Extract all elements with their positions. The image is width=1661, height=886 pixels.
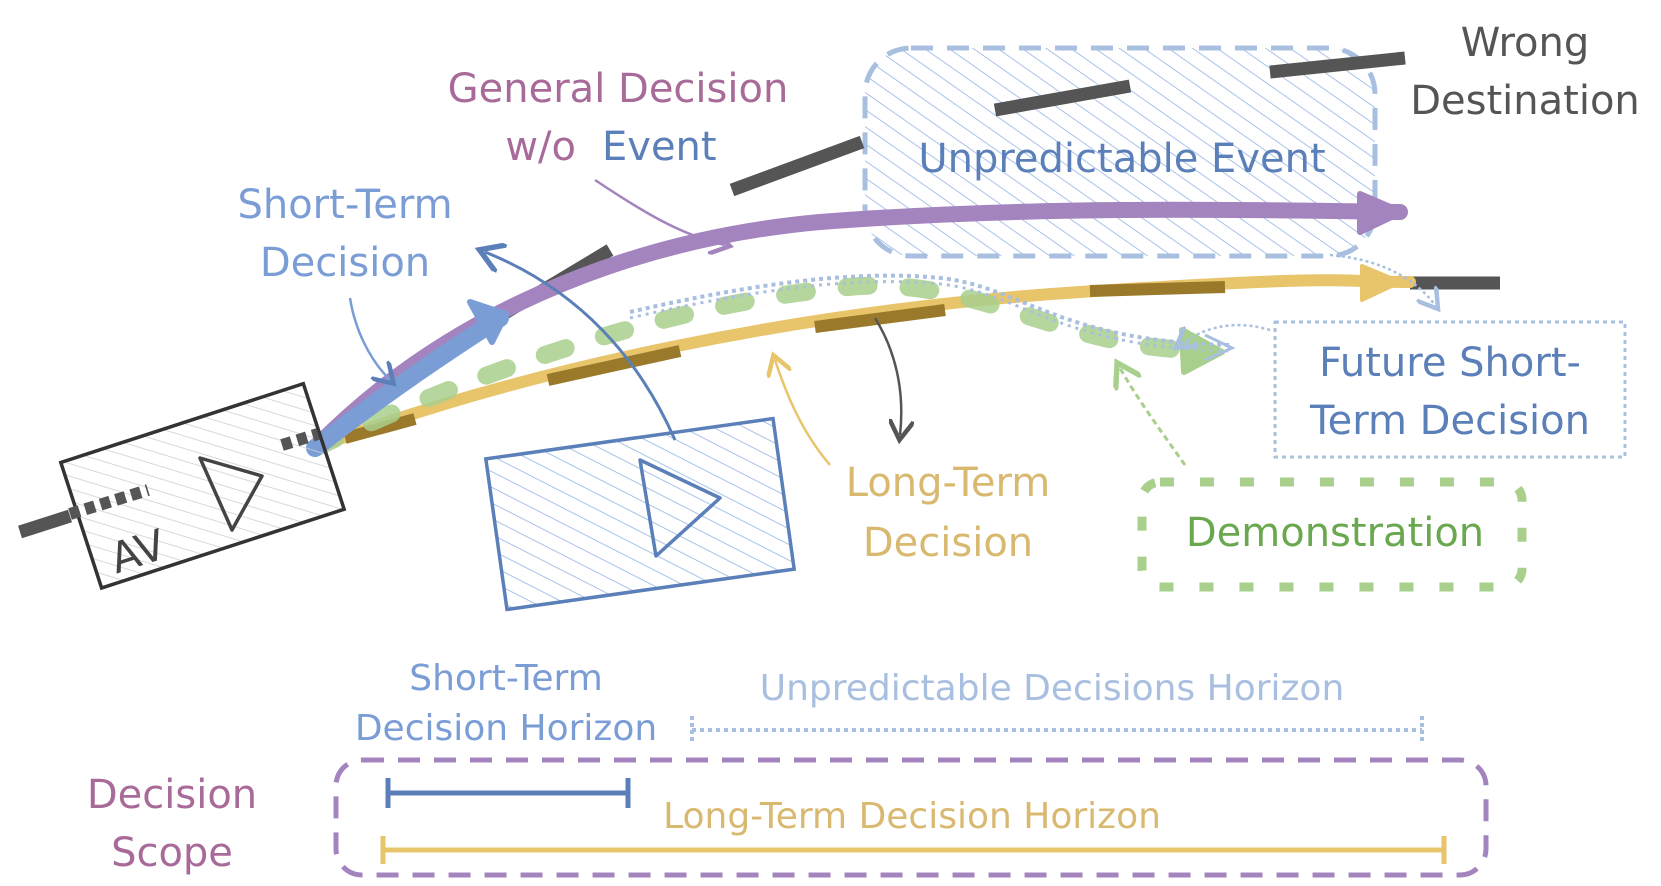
decision-scope-line-1: Decision — [87, 772, 257, 818]
general-decision-arrowhead — [1357, 191, 1405, 235]
general-decision-label-arrow — [594, 178, 725, 245]
overlap-pointer-arrow — [873, 317, 901, 435]
decision-scope-line-2: Scope — [111, 830, 233, 876]
ego-pose-box — [483, 416, 797, 612]
future-short-term-trajectory-2 — [629, 280, 1231, 353]
wrong-destination-label: Wrong Destination — [1410, 20, 1640, 124]
long-term-decision-label: Long-Term Decision — [846, 460, 1051, 566]
ego-heading-icon — [638, 458, 722, 558]
wrong-destination-line-2: Destination — [1410, 78, 1640, 124]
future-short-term-line-2: Term Decision — [1309, 398, 1590, 444]
short-term-decision-line-2: Decision — [260, 240, 430, 286]
demonstration-label: Demonstration — [1186, 510, 1484, 556]
long-term-arrowhead — [1360, 264, 1402, 302]
long-term-horizon-label: Long-Term Decision Horizon — [663, 796, 1161, 837]
long-term-label-arrow — [775, 360, 831, 466]
short-term-decision-line-1: Short-Term — [237, 182, 452, 228]
ego-to-short-term-arrow — [485, 252, 677, 441]
demonstration-label-arrow — [1120, 368, 1187, 466]
short-term-trajectory — [306, 309, 509, 457]
short-term-horizon-label: Short-Term Decision Horizon — [355, 658, 657, 749]
wrong-destination-line-1: Wrong — [1461, 20, 1590, 66]
short-term-label-arrow — [348, 297, 390, 380]
future-short-term-arrowhead — [1204, 333, 1236, 362]
long-term-decision-line-1: Long-Term — [846, 460, 1051, 506]
event-to-wrong-arrow — [1329, 253, 1435, 305]
future-short-term-label: Future Short- Term Decision — [1309, 340, 1590, 444]
av-heading-icon — [198, 456, 264, 532]
decision-scope-box — [333, 757, 1489, 878]
long-term-decision-line-2: Decision — [863, 520, 1033, 566]
short-term-horizon-bar — [385, 778, 631, 808]
future-short-term-box — [1273, 320, 1627, 459]
av-vehicle — [58, 381, 347, 591]
future-short-term-line-1: Future Short- — [1319, 340, 1581, 386]
short-term-horizon-line-1: Short-Term — [409, 658, 603, 699]
wo-label: w/o — [505, 124, 576, 170]
short-term-decision-label: Short-Term Decision — [237, 182, 452, 286]
long-term-overlap-segments — [343, 281, 1226, 444]
short-term-arrowhead — [467, 299, 509, 345]
demonstration-box — [1137, 477, 1527, 592]
general-decision-label: General Decision — [448, 66, 789, 112]
unpredictable-horizon-label: Unpredictable Decisions Horizon — [760, 668, 1345, 709]
long-term-horizon-bar — [380, 836, 1447, 864]
unpredictable-horizon-bar — [690, 716, 1424, 744]
decision-scope-label: Decision Scope — [87, 772, 257, 876]
future-short-term-trajectory — [629, 273, 1231, 347]
unpredictable-event-label: Unpredictable Event — [918, 136, 1325, 182]
short-term-horizon-line-2: Decision Horizon — [355, 708, 657, 749]
event-label: Event — [602, 124, 717, 170]
